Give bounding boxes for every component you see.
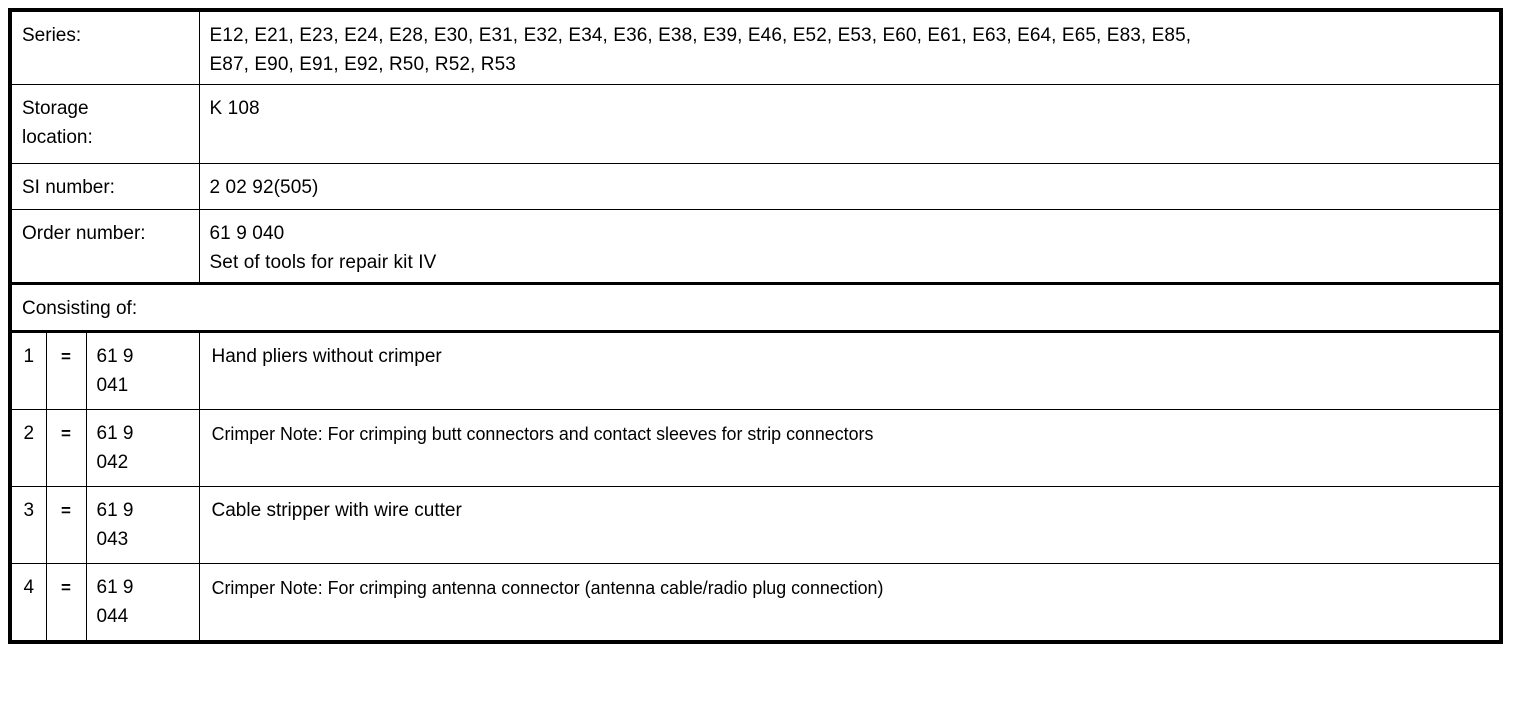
equals-sign: =	[61, 424, 71, 443]
item-part-number: 61 9 041	[96, 346, 134, 396]
series-label-cell: Series:	[9, 9, 200, 85]
table-row-order-number: Order number: 61 9 040 Set of tools for …	[9, 209, 1502, 284]
table-row-storage-location: Storage location: K 108	[9, 84, 1502, 164]
table-row-item: 3 = 61 9 043 Cable stripper with wire cu…	[9, 486, 1502, 564]
order-number-label: Order number:	[22, 223, 146, 244]
series-value-cell: E12, E21, E23, E24, E28, E30, E31, E32, …	[198, 9, 1502, 85]
equals-sign: =	[61, 501, 71, 520]
storage-location-value-cell: K 108	[198, 84, 1502, 164]
item-number-cell: 2	[9, 409, 47, 487]
item-part-number: 61 9 043	[96, 500, 134, 550]
consisting-of-label: Consisting of:	[22, 298, 138, 319]
item-number: 4	[23, 577, 35, 598]
item-description-cell: Cable stripper with wire cutter	[198, 486, 1502, 564]
equals-sign: =	[61, 347, 71, 366]
series-label: Series:	[22, 25, 82, 46]
item-equals-cell: =	[45, 409, 87, 487]
order-number-value-cell: 61 9 040 Set of tools for repair kit IV	[198, 209, 1502, 284]
item-part-number-cell: 61 9 044	[85, 563, 200, 643]
item-equals-cell: =	[45, 331, 87, 410]
order-number-value: 61 9 040 Set of tools for repair kit IV	[209, 223, 437, 273]
equals-sign: =	[61, 578, 71, 597]
specification-table: Series: E12, E21, E23, E24, E28, E30, E3…	[8, 8, 1504, 644]
storage-location-value: K 108	[209, 98, 260, 119]
table-row-series: Series: E12, E21, E23, E24, E28, E30, E3…	[9, 9, 1502, 85]
item-number-cell: 4	[9, 563, 47, 643]
item-description: Crimper Note: For crimping butt connecto…	[211, 423, 873, 444]
table-row-item: 2 = 61 9 042 Crimper Note: For crimping …	[9, 409, 1502, 487]
item-number: 3	[23, 500, 35, 521]
storage-location-label-cell: Storage location:	[9, 84, 200, 164]
si-number-value: 2 02 92(505)	[209, 177, 319, 198]
item-equals-cell: =	[45, 486, 87, 564]
item-part-number-cell: 61 9 041	[85, 331, 200, 410]
table-row-item: 1 = 61 9 041 Hand pliers without crimper	[9, 331, 1502, 410]
item-part-number: 61 9 044	[96, 577, 134, 627]
item-part-number-cell: 61 9 042	[85, 409, 200, 487]
item-description: Hand pliers without crimper	[211, 346, 442, 367]
item-number-cell: 1	[9, 331, 47, 410]
item-description-cell: Hand pliers without crimper	[198, 331, 1502, 410]
item-description-cell: Crimper Note: For crimping butt connecto…	[198, 409, 1502, 487]
item-number: 2	[23, 423, 35, 444]
table-row-si-number: SI number: 2 02 92(505)	[9, 163, 1502, 210]
item-number-cell: 3	[9, 486, 47, 564]
item-equals-cell: =	[45, 563, 87, 643]
series-value: E12, E21, E23, E24, E28, E30, E31, E32, …	[209, 25, 1192, 75]
table-row-consisting-of: Consisting of:	[9, 282, 1502, 333]
si-number-label-cell: SI number:	[9, 163, 200, 210]
consisting-of-cell: Consisting of:	[9, 282, 1502, 333]
item-part-number: 61 9 042	[96, 423, 134, 473]
item-description: Crimper Note: For crimping antenna conne…	[211, 577, 883, 598]
table-row-item: 4 = 61 9 044 Crimper Note: For crimping …	[9, 563, 1502, 643]
item-description-cell: Crimper Note: For crimping antenna conne…	[198, 563, 1502, 643]
item-description: Cable stripper with wire cutter	[211, 500, 462, 521]
si-number-value-cell: 2 02 92(505)	[198, 163, 1502, 210]
storage-location-label: Storage location:	[22, 98, 93, 148]
order-number-label-cell: Order number:	[9, 209, 200, 284]
item-part-number-cell: 61 9 043	[85, 486, 200, 564]
si-number-label: SI number:	[22, 177, 115, 198]
item-number: 1	[23, 346, 35, 367]
